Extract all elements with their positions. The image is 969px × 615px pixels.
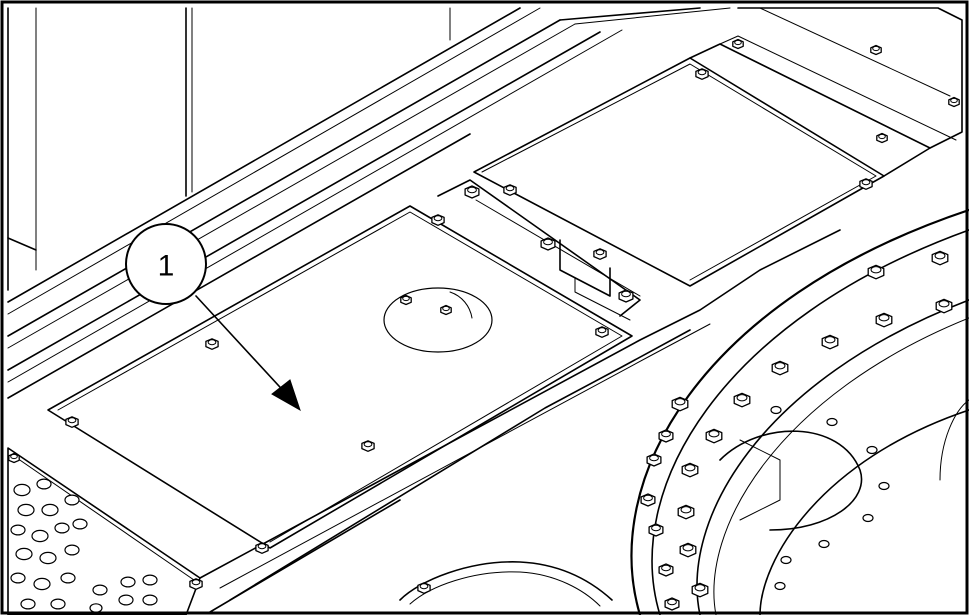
hex-bolt xyxy=(935,298,953,314)
hex-bolt xyxy=(648,523,664,537)
hex-bolt xyxy=(255,542,269,554)
upper-structure xyxy=(7,7,451,291)
round-hole xyxy=(33,577,51,591)
callout-bubble: 1 xyxy=(125,223,207,305)
round-hole xyxy=(17,503,35,517)
hex-bolt xyxy=(400,294,412,306)
hex-bolt xyxy=(664,597,680,611)
hex-bolt xyxy=(681,462,699,478)
round-hole xyxy=(36,478,52,490)
round-hole xyxy=(826,417,838,427)
hex-bolt xyxy=(705,428,723,444)
round-hole xyxy=(54,522,70,534)
hex-bolt xyxy=(503,184,517,196)
round-hole xyxy=(774,581,786,591)
hex-bolt xyxy=(8,452,20,464)
round-hole xyxy=(72,518,88,530)
hex-bolt xyxy=(691,582,709,598)
round-hole xyxy=(780,555,792,565)
hex-bolt xyxy=(671,396,689,412)
hex-bolt xyxy=(593,248,607,260)
bolts xyxy=(8,38,960,611)
hex-bolt xyxy=(821,334,839,350)
hex-bolt xyxy=(464,185,480,199)
hex-bolt xyxy=(658,563,674,577)
round-hole xyxy=(10,524,26,536)
round-hole xyxy=(39,551,57,565)
bracket xyxy=(437,179,641,321)
callout-number: 1 xyxy=(158,250,175,283)
round-hole xyxy=(818,539,830,549)
hex-bolt xyxy=(440,304,452,316)
round-hole xyxy=(89,603,103,613)
round-hole xyxy=(20,598,36,610)
access-port xyxy=(383,287,493,353)
round-hole xyxy=(142,594,158,606)
hex-bolt xyxy=(859,178,873,190)
round-hole xyxy=(64,544,80,556)
hex-bolt xyxy=(595,326,609,338)
round-hole xyxy=(13,483,31,497)
hex-bolt xyxy=(867,264,885,280)
hex-bolt xyxy=(876,132,888,144)
round-hole xyxy=(64,494,80,506)
round-hole xyxy=(862,513,874,523)
round-hole xyxy=(770,405,782,415)
hex-bolt xyxy=(540,237,556,251)
hex-bolt xyxy=(431,214,445,226)
hex-bolt xyxy=(870,44,882,56)
hex-bolt xyxy=(205,338,219,350)
hex-bolt xyxy=(733,392,751,408)
callout-leader xyxy=(195,295,301,412)
round-hole xyxy=(92,584,108,596)
round-hole xyxy=(10,572,26,584)
hex-bolt xyxy=(65,416,79,428)
hex-bolt xyxy=(646,453,662,467)
hex-bolt xyxy=(931,250,949,266)
hex-bolt xyxy=(771,360,789,376)
round-hole xyxy=(866,445,878,455)
hex-bolt xyxy=(875,312,893,328)
round-hole xyxy=(15,547,33,561)
cover-plate-top-right xyxy=(473,7,963,287)
arrowhead xyxy=(271,379,301,412)
hex-bolt xyxy=(361,440,375,452)
hex-bolt xyxy=(695,68,709,80)
cover-plate-main xyxy=(47,205,633,549)
round-hole xyxy=(41,503,59,517)
perforated-plate xyxy=(7,447,201,615)
hex-bolt xyxy=(658,429,674,443)
hex-bolt xyxy=(677,504,695,520)
hex-bolt xyxy=(732,38,744,50)
round-hole xyxy=(31,529,49,543)
round-hole xyxy=(50,598,66,610)
main-beam xyxy=(7,7,731,399)
round-hole xyxy=(878,481,890,491)
round-hole xyxy=(60,572,76,584)
holes xyxy=(10,405,890,613)
hex-bolt xyxy=(417,582,431,594)
hex-bolt xyxy=(618,289,634,303)
hex-bolt xyxy=(679,542,697,558)
round-hole xyxy=(120,576,136,588)
hex-bolt xyxy=(640,493,656,507)
round-hole xyxy=(142,574,158,586)
hex-bolt xyxy=(948,96,960,108)
hex-bolt xyxy=(189,578,203,590)
round-hole xyxy=(118,594,134,606)
